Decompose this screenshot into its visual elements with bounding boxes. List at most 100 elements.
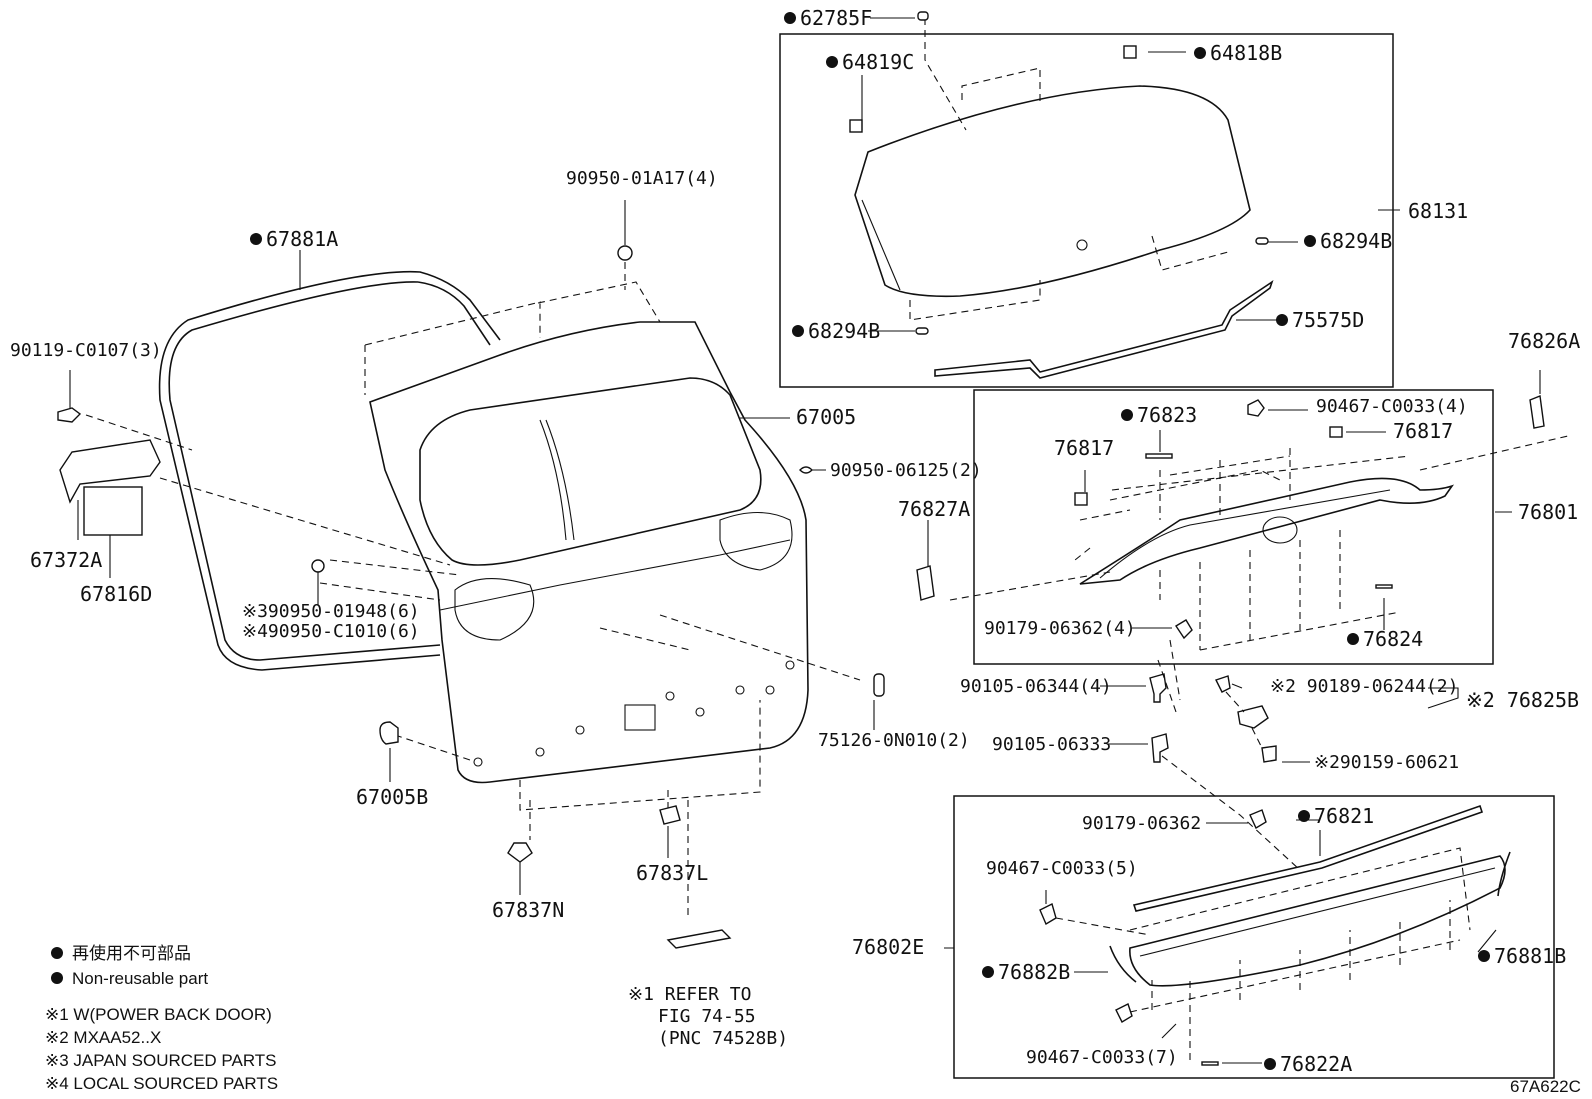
label-90105-06344: 90105-06344(4) xyxy=(960,676,1112,697)
legend-dot-jp xyxy=(51,947,63,959)
legend-dot-en xyxy=(51,972,63,984)
garnish-76802E xyxy=(1129,855,1506,987)
bolt-90189-06244 xyxy=(1215,675,1231,693)
nut-90467-C0033-4 xyxy=(1247,399,1265,417)
label-76817-left: 76817 xyxy=(1054,436,1114,460)
label-67881A: 67881A xyxy=(266,227,338,251)
screw-90119-C0107 xyxy=(57,407,82,423)
label-76825B: ※2 76825B xyxy=(1466,688,1579,712)
label-90179-06362: 90179-06362 xyxy=(1082,813,1201,834)
label-68294B-right: 68294B xyxy=(1320,229,1392,253)
garnish-strip-75575D xyxy=(934,280,1274,379)
legend-note-2: ※2 MXAA52..X xyxy=(45,1028,161,1047)
clip-64818B xyxy=(1123,45,1137,59)
legend-en: Non-reusable part xyxy=(72,969,208,988)
legend-note-4: ※4 LOCAL SOURCED PARTS xyxy=(45,1074,278,1093)
label-90467-C0033-7: 90467-C0033(7) xyxy=(1026,1047,1178,1068)
clip-76827A xyxy=(916,565,935,601)
ref-line-3: (PNC 74528B) xyxy=(658,1028,788,1049)
label-90119-C0107: 90119-C0107(3) xyxy=(10,340,162,361)
label-67005: 67005 xyxy=(796,405,856,429)
label-67005B: 67005B xyxy=(356,785,428,809)
clip-67837N xyxy=(507,842,533,863)
label-plate-ref xyxy=(666,929,732,949)
label-76881B: 76881B xyxy=(1494,944,1566,968)
label-76802E: 76802E xyxy=(852,935,924,959)
label-67837N: 67837N xyxy=(492,898,564,922)
label-90467-C0033-5: 90467-C0033(5) xyxy=(986,858,1138,879)
label-90950-01948: ※390950-01948(6) xyxy=(242,601,420,622)
emblem xyxy=(1262,516,1298,544)
label-76817-right: 76817 xyxy=(1393,419,1453,443)
bolt-90159-60621 xyxy=(1261,745,1277,763)
label-68294B-left: 68294B xyxy=(808,319,880,343)
label-76826A: 76826A xyxy=(1508,329,1580,353)
end-piece-76882B xyxy=(1109,945,1137,983)
back-door-67005 xyxy=(369,321,809,784)
garnish-group-box xyxy=(973,389,1494,665)
label-76827A: 76827A xyxy=(898,497,970,521)
label-90189-06244: ※2 90189-06244(2) xyxy=(1270,676,1458,697)
bolt-90105-06344 xyxy=(1149,673,1167,703)
legend-jp: 再使用不可部品 xyxy=(72,943,191,963)
weatherstrip-67881A xyxy=(158,270,501,671)
tape-76824 xyxy=(1375,584,1393,589)
back-glass-shape xyxy=(854,85,1251,298)
label-76823: 76823 xyxy=(1137,403,1197,427)
label-76821: 76821 xyxy=(1314,804,1374,828)
tape-76823 xyxy=(1145,453,1173,459)
label-64818B: 64818B xyxy=(1210,41,1282,65)
label-75575D: 75575D xyxy=(1292,308,1364,332)
label-90179-06362-4: 90179-06362(4) xyxy=(984,618,1136,639)
pad-67816D xyxy=(83,486,143,536)
label-67816D: 67816D xyxy=(80,582,152,606)
label-62785F: 62785F xyxy=(800,6,872,30)
nut-90467-C0033-7 xyxy=(1115,1003,1133,1023)
label-64819C: 64819C xyxy=(842,50,914,74)
clip-67837L xyxy=(659,805,681,825)
hinge-67372A xyxy=(59,439,161,504)
end-piece-76881B xyxy=(1497,851,1511,897)
label-68131: 68131 xyxy=(1408,199,1468,223)
figure-id: 67A622C xyxy=(1510,1077,1581,1096)
legend-note-1: ※1 W(POWER BACK DOOR) xyxy=(45,1005,272,1024)
clip-64819C xyxy=(849,119,863,133)
spacer-68294B-right xyxy=(1255,237,1269,245)
bracket-76825B xyxy=(1237,705,1269,729)
label-90950-C1010: ※490950-C1010(6) xyxy=(242,621,420,642)
clip-76817-right xyxy=(1329,426,1343,438)
nut-90179-06362 xyxy=(1249,809,1267,830)
spacer-68294B-left xyxy=(915,327,929,335)
lower-garnish-box xyxy=(953,795,1555,1079)
nut-90467-C0033-5 xyxy=(1039,902,1057,926)
label-76801: 76801 xyxy=(1518,500,1578,524)
label-67372A: 67372A xyxy=(30,548,102,572)
tape-76822A xyxy=(1201,1061,1219,1066)
bumper-75126 xyxy=(873,673,885,697)
label-76824: 76824 xyxy=(1363,627,1423,651)
plug-90950-01948 xyxy=(311,559,325,573)
label-90950-06125: 90950-06125(2) xyxy=(830,460,982,481)
label-90950-01A17: 90950-01A17(4) xyxy=(566,168,718,189)
label-76822A: 76822A xyxy=(1280,1052,1352,1076)
bolt-90950-01A17 xyxy=(617,245,633,261)
nonreusable-dot xyxy=(784,12,796,24)
cap-90950-06125 xyxy=(799,466,813,474)
bolt-90105-06333 xyxy=(1151,733,1169,763)
clip-76826A xyxy=(1529,395,1545,429)
nut-90179-06362-4 xyxy=(1175,619,1193,640)
label-90467-C0033-4: 90467-C0033(4) xyxy=(1316,396,1468,417)
label-67837L: 67837L xyxy=(636,861,708,885)
molding-76821 xyxy=(1132,804,1484,912)
label-90105-06333: 90105-06333 xyxy=(992,734,1111,755)
spacer-62785F xyxy=(917,11,929,21)
ref-line-2: FIG 74-55 xyxy=(658,1006,756,1027)
legend-note-3: ※3 JAPAN SOURCED PARTS xyxy=(45,1051,277,1070)
clip-76817-left xyxy=(1074,492,1088,506)
label-90159-60621: ※290159-60621 xyxy=(1314,752,1459,773)
label-76882B: 76882B xyxy=(998,960,1070,984)
ref-line-1: ※1 REFER TO xyxy=(628,984,751,1005)
label-75126-0N010: 75126-0N010(2) xyxy=(818,730,970,751)
cushion-67005B xyxy=(379,721,399,745)
